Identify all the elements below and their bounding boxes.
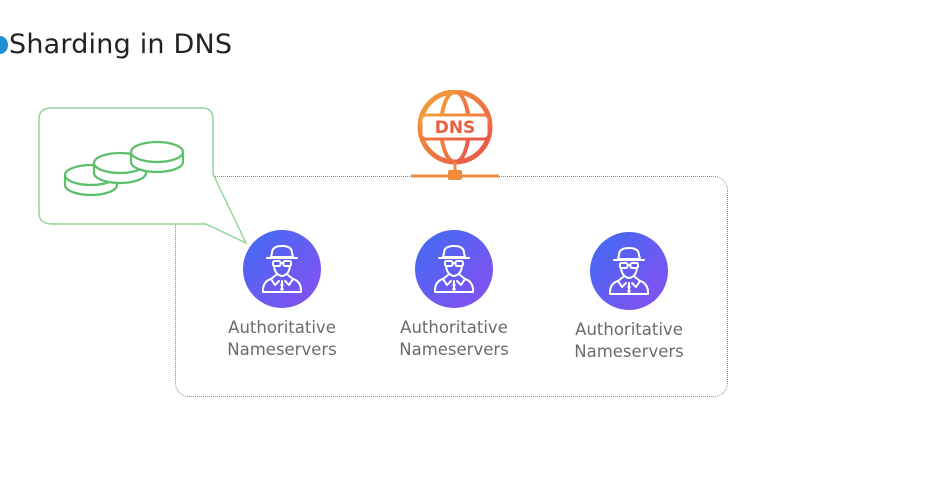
- nameserver-1-label: Authoritative Nameservers: [202, 317, 362, 361]
- title-bullet: [0, 36, 8, 54]
- nameserver-2-label: Authoritative Nameservers: [374, 317, 534, 361]
- shard-callout: [38, 107, 248, 245]
- nameserver-2: Authoritative Nameservers: [374, 229, 534, 361]
- dns-globe-icon: DNS: [411, 90, 499, 180]
- nameserver-2-label-line2: Nameservers: [399, 340, 509, 359]
- nameserver-1-label-line2: Nameservers: [227, 340, 337, 359]
- database-shards-icon: [63, 140, 185, 197]
- nameserver-1-label-line1: Authoritative: [228, 318, 336, 337]
- page-title: Sharding in DNS: [9, 29, 233, 60]
- nameserver-3-label: Authoritative Nameservers: [549, 319, 709, 363]
- spy-agent-icon: [589, 231, 669, 311]
- spy-agent-icon: [242, 229, 322, 309]
- nameserver-2-label-line1: Authoritative: [400, 318, 508, 337]
- nameserver-3-label-line1: Authoritative: [575, 320, 683, 339]
- spy-agent-icon: [414, 229, 494, 309]
- nameserver-1: Authoritative Nameservers: [202, 229, 362, 361]
- nameserver-3-label-line2: Nameservers: [574, 342, 684, 361]
- dns-badge-text: DNS: [435, 118, 476, 138]
- nameserver-3: Authoritative Nameservers: [549, 231, 709, 363]
- dns-badge: [419, 113, 491, 141]
